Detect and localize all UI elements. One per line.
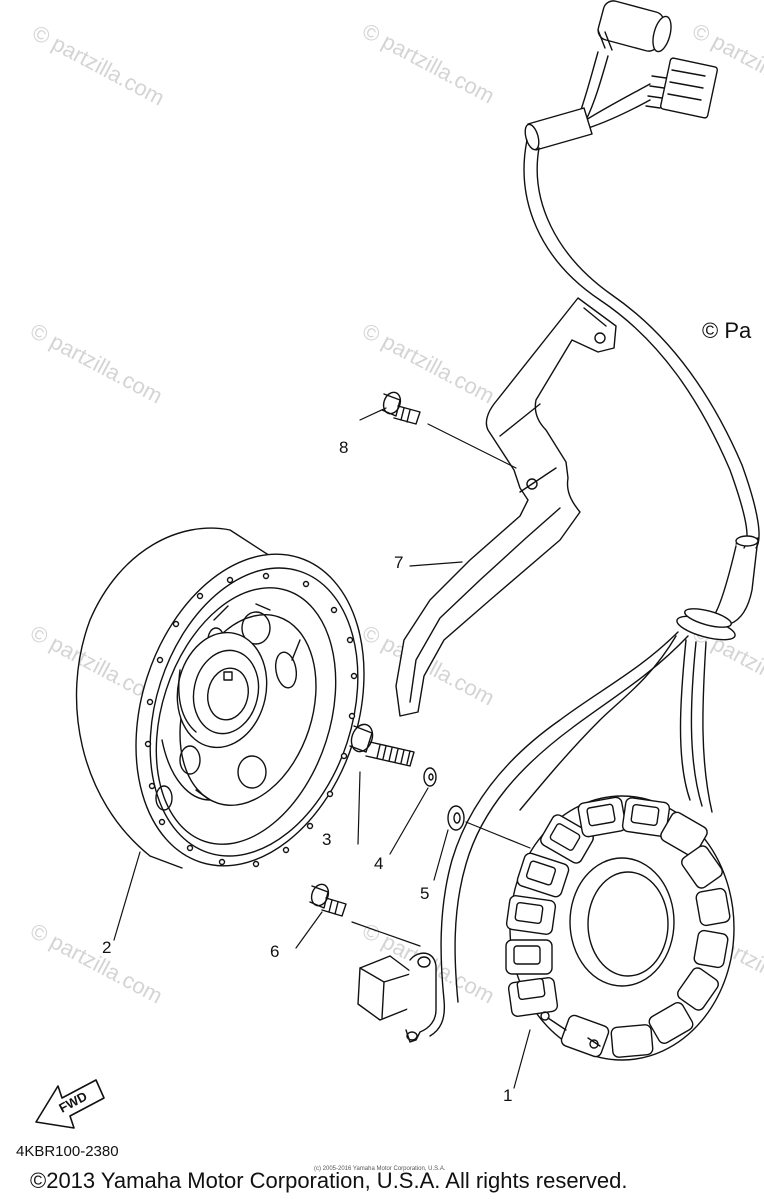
- screw-8: [381, 391, 421, 425]
- callout-5: 5: [420, 884, 430, 903]
- stator: [505, 795, 735, 1061]
- copyright-notice: ©2013 Yamaha Motor Corporation, U.S.A. A…: [30, 1168, 628, 1193]
- diagram-part-code: 4KBR100-2380: [16, 1143, 119, 1160]
- callout-3: 3: [322, 830, 332, 849]
- tiny-copyright: (c) 2005-2016 Yamaha Motor Corporation, …: [314, 1166, 446, 1172]
- wire-harness: [519, 0, 760, 813]
- callout-7: 7: [394, 553, 404, 572]
- screw-6: [309, 883, 347, 917]
- wire-guide: [395, 297, 617, 717]
- callout-4: 4: [374, 854, 384, 873]
- flywheel-rotor: [75, 527, 365, 869]
- edge-watermark: © Pa: [702, 318, 752, 343]
- callout-2: 2: [102, 938, 112, 957]
- forward-arrow-icon: [35, 1079, 105, 1129]
- callout-6: 6: [270, 942, 280, 961]
- pickup-coil: [357, 952, 437, 1043]
- callout-1: 1: [503, 1086, 513, 1105]
- leader-lines: [113, 407, 531, 1089]
- washers: [423, 767, 465, 831]
- callout-8: 8: [339, 438, 349, 457]
- pickup-lead: [429, 631, 689, 1037]
- bolt: [349, 723, 415, 767]
